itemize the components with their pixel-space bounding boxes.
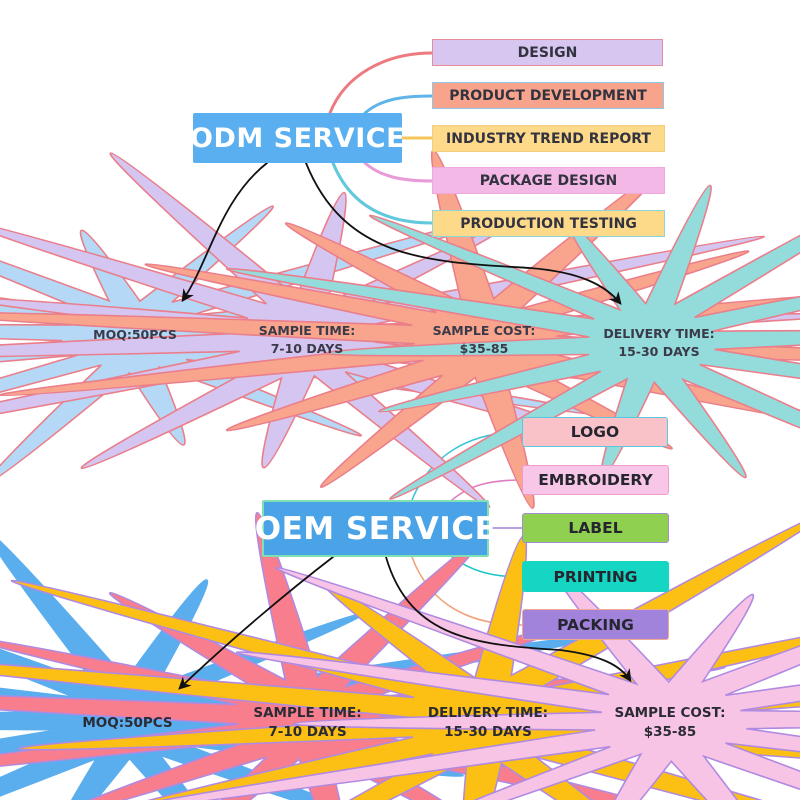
- branch-label: LOGO: [570, 423, 620, 441]
- branch-label: PRODUCT DEVELOPMENT: [449, 87, 647, 104]
- odm-connector-line: [363, 94, 434, 115]
- oem-cloud-sample-cost: SAMPLE COST: $35-85: [585, 683, 755, 763]
- oem-service-node[interactable]: OEM SERVICE: [255, 500, 496, 557]
- cloud-text: SAMPLE TIME:: [253, 705, 362, 721]
- odm-cloud-delivery-time-shape: [225, 184, 800, 500]
- oem-connector-line: [451, 479, 523, 501]
- branch-label: PACKAGE DESIGN: [479, 172, 618, 189]
- branch-label: INDUSTRY TREND REPORT: [446, 130, 651, 147]
- cloud-text: MOQ:50PCS: [82, 714, 173, 731]
- odm-service-node[interactable]: ODM SERVICE: [190, 113, 406, 163]
- odm-cloud-moq: MOQ:50PCS: [55, 300, 215, 370]
- odm-branch-industry-trend-report[interactable]: INDUSTRY TREND REPORT: [432, 125, 665, 152]
- branch-label: EMBROIDERY: [538, 471, 653, 489]
- odm-cloud-sample-time: SAMPlE TIME: 7-10 DAYS: [222, 300, 392, 380]
- cloud-text: MOQ:50PCS: [93, 327, 177, 342]
- cloud-text: SAMPlE TIME:: [258, 323, 356, 338]
- cloud-text: 15-30 DAYS: [444, 724, 532, 740]
- odm-connector-line: [328, 51, 434, 115]
- odm-cloud-sample-cost: SAMPLE COST: $35-85: [400, 300, 568, 380]
- cloud-text: $35-85: [459, 341, 509, 356]
- cloud-text: DELIVERY TIME:: [603, 326, 715, 341]
- cloud-text: DELIVERY TIME:: [427, 705, 549, 721]
- odm-branch-package-design[interactable]: PACKAGE DESIGN: [432, 167, 665, 194]
- odm-cloud-delivery-time: DELIVERY TIME: 15-30 DAYS: [578, 303, 740, 383]
- oem-cloud-sample-cost-shape: [159, 566, 800, 800]
- branch-label: PACKING: [557, 615, 634, 634]
- cloud-text: SAMPLE COST:: [614, 705, 726, 721]
- oem-arrow-to-sample-cost: [385, 556, 632, 683]
- oem-branch-printing[interactable]: PRINTING: [522, 561, 669, 592]
- branch-label: LABEL: [568, 519, 623, 537]
- branch-label: PRINTING: [553, 567, 638, 586]
- oem-branch-embroidery[interactable]: EMBROIDERY: [522, 465, 669, 495]
- oem-cloud-moq: MOQ:50PCS: [45, 683, 210, 763]
- odm-branch-design[interactable]: DESIGN: [432, 39, 663, 66]
- cloud-text: 7-10 DAYS: [270, 341, 344, 356]
- odm-branch-product-development[interactable]: PRODUCT DEVELOPMENT: [432, 82, 664, 109]
- odm-connector-line: [363, 161, 434, 183]
- odm-arrow-to-moq: [181, 162, 268, 303]
- cloud-text: 15-30 DAYS: [618, 344, 700, 359]
- oem-cloud-delivery-time: DELIVERY TIME: 15-30 DAYS: [398, 683, 578, 763]
- oem-service-title: OEM SERVICE: [254, 510, 497, 547]
- branch-label: DESIGN: [517, 44, 578, 61]
- oem-branch-packing[interactable]: PACKING: [522, 609, 669, 640]
- odm-connector-line: [331, 161, 434, 225]
- cloud-text: $35-85: [643, 724, 697, 740]
- odm-arrow-to-delivery: [305, 162, 622, 305]
- odm-service-title: ODM SERVICE: [190, 122, 406, 154]
- oem-branch-logo[interactable]: LOGO: [522, 417, 668, 447]
- cloud-text: 7-10 DAYS: [268, 724, 347, 740]
- odm-branch-production-testing[interactable]: PRODUCTION TESTING: [432, 210, 665, 237]
- oem-arrow-to-moq: [178, 556, 334, 690]
- cloud-text: SAMPLE COST:: [432, 323, 536, 338]
- oem-cloud-sample-time: SAMPLE TIME: 7-10 DAYS: [225, 683, 390, 763]
- branch-label: PRODUCTION TESTING: [460, 215, 637, 232]
- oem-branch-label[interactable]: LABEL: [522, 513, 669, 543]
